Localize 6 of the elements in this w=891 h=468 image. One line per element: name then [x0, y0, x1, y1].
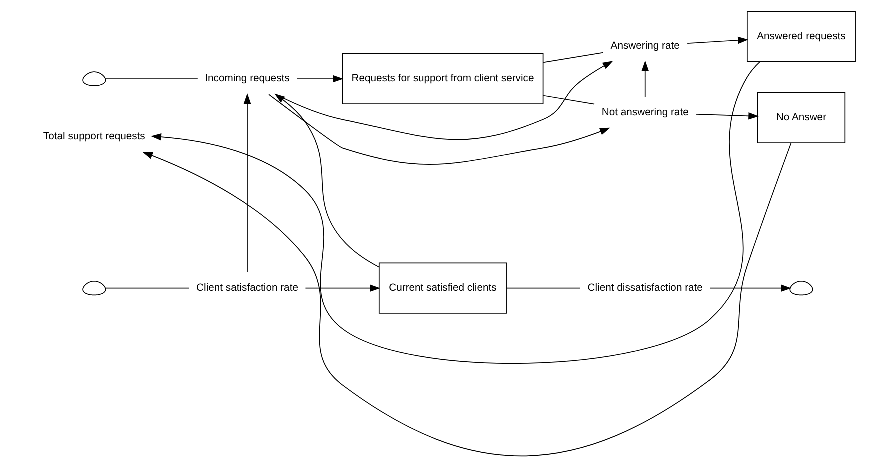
node-text: Client satisfaction rate: [196, 282, 298, 294]
node-text: Not answering rate: [601, 107, 688, 118]
node-text: Answering rate: [610, 40, 680, 52]
node-text: Client dissatisfaction rate: [587, 282, 702, 294]
node-text: Incoming requests: [204, 74, 290, 85]
node-text: Total support requests: [42, 132, 145, 143]
